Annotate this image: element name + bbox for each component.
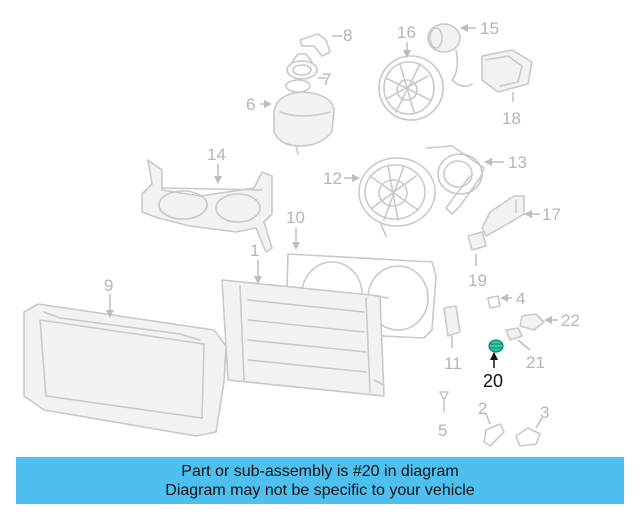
- callout-9: 9: [104, 276, 113, 295]
- part-8: [299, 33, 331, 57]
- callout-10: 10: [286, 208, 305, 227]
- callout-12: 12: [323, 169, 342, 188]
- part-15: [427, 23, 473, 88]
- callout-17: 17: [542, 205, 561, 224]
- part-17: [481, 195, 525, 237]
- callout-18: 18: [502, 109, 521, 128]
- callout-16: 16: [397, 23, 416, 42]
- part-6: [273, 91, 335, 155]
- callout-20: 20: [483, 371, 503, 391]
- callout-6: 6: [246, 95, 255, 114]
- callout-4: 4: [516, 289, 525, 308]
- callout-22: 22: [561, 311, 580, 330]
- part-20: [488, 339, 504, 353]
- callout-2: 2: [478, 399, 487, 418]
- callout-19: 19: [468, 271, 487, 290]
- callout-21: 21: [526, 353, 545, 372]
- part-7: [285, 53, 318, 93]
- info-banner: Part or sub-assembly is #20 in diagram D…: [16, 457, 624, 504]
- part-2: [483, 423, 505, 447]
- part-5: [439, 391, 449, 413]
- banner-line-1: Part or sub-assembly is #20 in diagram: [181, 462, 459, 480]
- callout-1: 1: [250, 241, 259, 260]
- callout-13: 13: [508, 153, 527, 172]
- part-16: [378, 55, 444, 121]
- callout-15: 15: [480, 19, 499, 38]
- part-4: [487, 295, 501, 309]
- callout-8: 8: [343, 26, 352, 45]
- banner-line-2: Diagram may not be specific to your vehi…: [165, 481, 475, 499]
- part-12: [358, 157, 436, 237]
- callout-14: 14: [207, 145, 226, 164]
- part-22: [519, 313, 545, 331]
- callout-7: 7: [322, 70, 331, 89]
- callout-5: 5: [438, 421, 447, 440]
- part-3: [515, 427, 541, 447]
- part-11: [443, 305, 461, 337]
- part-14: [141, 159, 273, 253]
- part-18: [481, 49, 533, 93]
- parts-diagram: 8 7 6 16 15 18: [23, 19, 580, 447]
- callout-11: 11: [444, 354, 462, 373]
- callout-3: 3: [540, 403, 549, 422]
- part-19: [467, 231, 487, 251]
- part-13: [425, 145, 485, 215]
- part-1: [221, 279, 389, 397]
- part-9: [23, 303, 227, 437]
- part-21: [505, 327, 523, 341]
